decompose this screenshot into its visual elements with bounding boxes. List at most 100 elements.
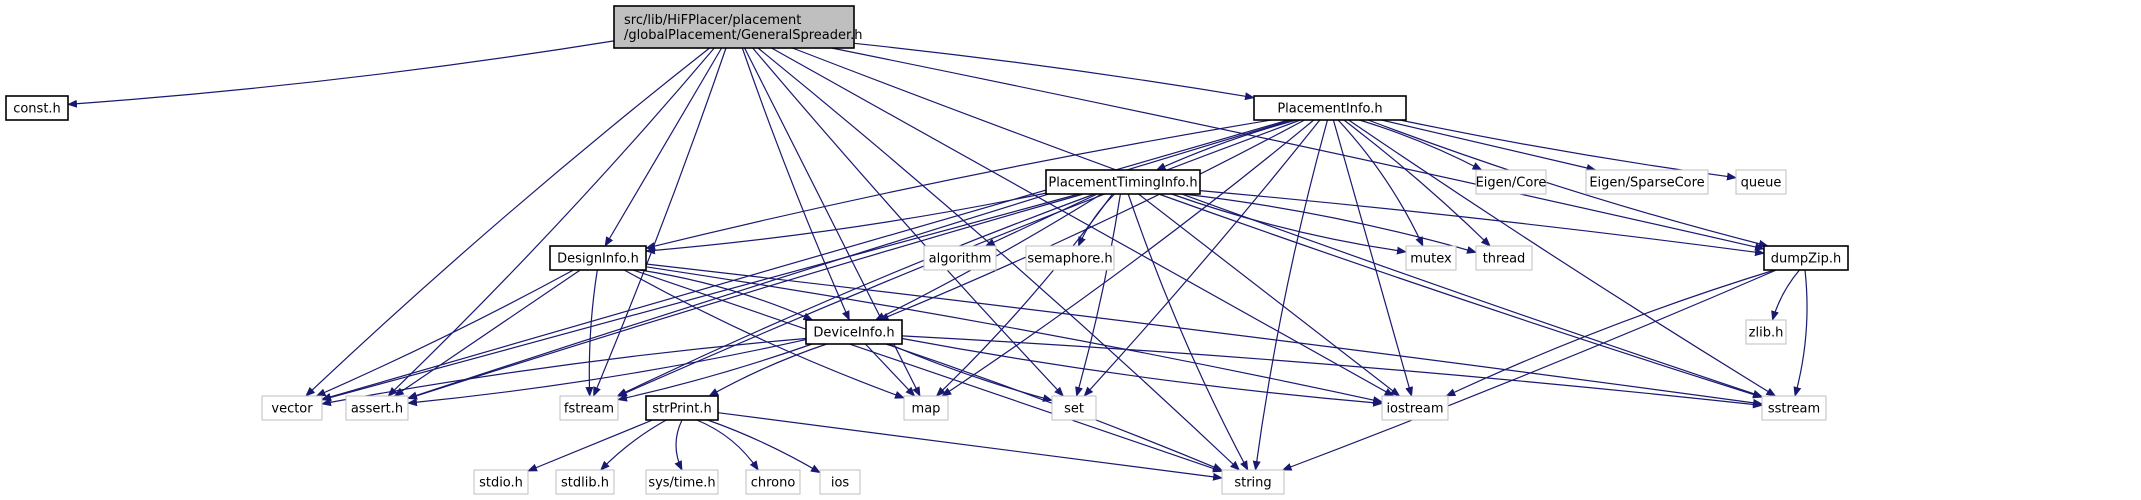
node-eigen-core: Eigen/Core bbox=[1475, 169, 1547, 195]
node-sstream: sstream bbox=[1761, 395, 1827, 421]
edge-root-to-assert bbox=[387, 47, 715, 397]
node-ios: ios bbox=[819, 469, 861, 495]
node-dumpzip-h[interactable]: dumpZip.h bbox=[1763, 245, 1849, 271]
node-ios-box bbox=[819, 469, 861, 495]
node-mutex: mutex bbox=[1405, 245, 1457, 271]
node-designinfo-h[interactable]: DesignInfo.h bbox=[549, 245, 647, 271]
node-eigen-core-box bbox=[1475, 169, 1547, 195]
edge-placementinfo-to-eigensparse bbox=[1381, 119, 1597, 172]
edge-designinfo-to-deviceinfo bbox=[639, 269, 814, 321]
edge-placementtiming-to-vector bbox=[321, 193, 1080, 402]
node-stdlib-h-label: stdlib.h bbox=[561, 476, 609, 491]
node-stdio-h-label: stdio.h bbox=[479, 476, 523, 491]
edge-placementtiming-to-string bbox=[1127, 193, 1249, 471]
node-zlib-h-label: zlib.h bbox=[1749, 326, 1784, 341]
node-zlib-h: zlib.h bbox=[1745, 319, 1787, 345]
edge-root-to-map bbox=[744, 47, 921, 397]
node-strprint-h-box bbox=[645, 395, 719, 421]
edge-placementtiming-to-designinfo bbox=[645, 192, 1047, 255]
node-stdlib-h: stdlib.h bbox=[555, 469, 615, 495]
node-set-box bbox=[1051, 395, 1097, 421]
edge-root-to-placementinfo bbox=[853, 42, 1255, 101]
node-set-label: set bbox=[1064, 402, 1084, 417]
node-const-h-box bbox=[5, 95, 69, 121]
edge-deviceinfo-to-sstream bbox=[901, 335, 1763, 409]
node-eigen-sparsecore-label: Eigen/SparseCore bbox=[1589, 176, 1704, 191]
edge-placementtiming-to-iostream bbox=[1138, 193, 1401, 397]
node-placementinfo-h[interactable]: PlacementInfo.h bbox=[1253, 95, 1407, 121]
edge-designinfo-to-vector bbox=[315, 269, 574, 397]
node-deviceinfo-h-label: DeviceInfo.h bbox=[813, 326, 894, 341]
node-iostream: iostream bbox=[1381, 395, 1449, 421]
node-const-h[interactable]: const.h bbox=[5, 95, 69, 121]
node-dumpzip-h-label: dumpZip.h bbox=[1771, 252, 1842, 267]
edge-placementtiming-to-set bbox=[1075, 193, 1121, 397]
edge-placementinfo-to-dumpzip bbox=[1367, 119, 1769, 248]
node-sstream-box bbox=[1761, 395, 1827, 421]
edge-deviceinfo-to-iostream bbox=[901, 337, 1383, 407]
edge-placementinfo-to-eigencore bbox=[1359, 119, 1483, 171]
node-generalspreader-h-box bbox=[613, 5, 855, 49]
node-sys-time-h-label: sys/time.h bbox=[648, 476, 715, 491]
node-chrono-box bbox=[745, 469, 801, 495]
node-placementinfo-h-box bbox=[1253, 95, 1407, 121]
node-placementtiminginfo-h[interactable]: PlacementTimingInfo.h bbox=[1045, 169, 1201, 195]
node-fstream: fstream bbox=[559, 395, 619, 421]
edge-strprint-to-stdlib bbox=[600, 419, 667, 471]
file-nodes: src/lib/HiFPlacer/placement/globalPlacem… bbox=[5, 5, 1849, 495]
edge-placementinfo-to-map bbox=[941, 119, 1315, 397]
node-semaphore-h: semaphore.h bbox=[1025, 245, 1115, 271]
node-deviceinfo-h[interactable]: DeviceInfo.h bbox=[805, 319, 903, 345]
edge-placementinfo-to-designinfo bbox=[645, 119, 1272, 250]
node-string: string bbox=[1221, 469, 1285, 495]
edge-root-to-iostream bbox=[771, 47, 1395, 397]
edge-root-to-fstream bbox=[593, 47, 727, 397]
edge-designinfo-to-sstream bbox=[645, 263, 1763, 407]
node-string-box bbox=[1221, 469, 1285, 495]
edge-strprint-to-ios bbox=[707, 419, 821, 474]
node-stdlib-h-box bbox=[555, 469, 615, 495]
edge-deviceinfo-to-strprint bbox=[708, 343, 827, 397]
node-queue-label: queue bbox=[1741, 176, 1782, 191]
edge-placementinfo-to-queue bbox=[1399, 119, 1737, 181]
edge-designinfo-to-fstream bbox=[585, 269, 598, 397]
edge-placementinfo-to-vector bbox=[321, 119, 1289, 401]
node-generalspreader-h[interactable]: src/lib/HiFPlacer/placement/globalPlacem… bbox=[613, 5, 863, 49]
node-strprint-h[interactable]: strPrint.h bbox=[645, 395, 719, 421]
edge-strprint-to-stdio bbox=[527, 419, 653, 472]
node-placementinfo-h-label: PlacementInfo.h bbox=[1277, 102, 1382, 117]
node-ios-label: ios bbox=[831, 476, 850, 491]
node-map-label: map bbox=[912, 402, 941, 417]
node-eigen-core-label: Eigen/Core bbox=[1476, 176, 1547, 191]
node-set: set bbox=[1051, 395, 1097, 421]
edge-placementtiming-to-thread bbox=[1183, 193, 1477, 254]
edge-placementinfo-to-deviceinfo bbox=[878, 119, 1305, 321]
node-eigen-sparsecore-box bbox=[1585, 169, 1709, 195]
edge-placementtiming-to-sstream bbox=[1158, 193, 1763, 399]
edge-deviceinfo-to-fstream bbox=[617, 343, 813, 402]
node-mutex-box bbox=[1405, 245, 1457, 271]
node-sys-time-h: sys/time.h bbox=[645, 469, 719, 495]
node-const-h-label: const.h bbox=[13, 102, 61, 117]
node-dumpzip-h-box bbox=[1763, 245, 1849, 271]
node-sys-time-h-box bbox=[645, 469, 719, 495]
edge-root-to-deviceinfo bbox=[741, 47, 850, 321]
node-assert-h: assert.h bbox=[345, 395, 409, 421]
edge-designinfo-to-string bbox=[632, 269, 1223, 473]
node-queue: queue bbox=[1735, 169, 1787, 195]
edge-placementinfo-to-placementtiming bbox=[1155, 119, 1297, 171]
node-generalspreader-h-label: /globalPlacement/GeneralSpreader.h bbox=[624, 28, 863, 43]
node-iostream-label: iostream bbox=[1386, 402, 1443, 417]
node-zlib-h-box bbox=[1745, 319, 1787, 345]
node-placementtiminginfo-h-label: PlacementTimingInfo.h bbox=[1048, 176, 1197, 191]
node-algorithm-label: algorithm bbox=[929, 252, 992, 267]
edge-placementtiming-to-assert bbox=[407, 193, 1084, 400]
node-strprint-h-label: strPrint.h bbox=[652, 402, 712, 417]
edge-root-to-sstream bbox=[792, 47, 1763, 398]
edge-placementinfo-to-thread bbox=[1343, 119, 1491, 247]
edge-deviceinfo-to-assert bbox=[407, 339, 807, 407]
edge-strprint-to-string bbox=[717, 412, 1223, 481]
node-queue-box bbox=[1735, 169, 1787, 195]
edge-placementtiming-to-dumpzip bbox=[1199, 190, 1765, 257]
